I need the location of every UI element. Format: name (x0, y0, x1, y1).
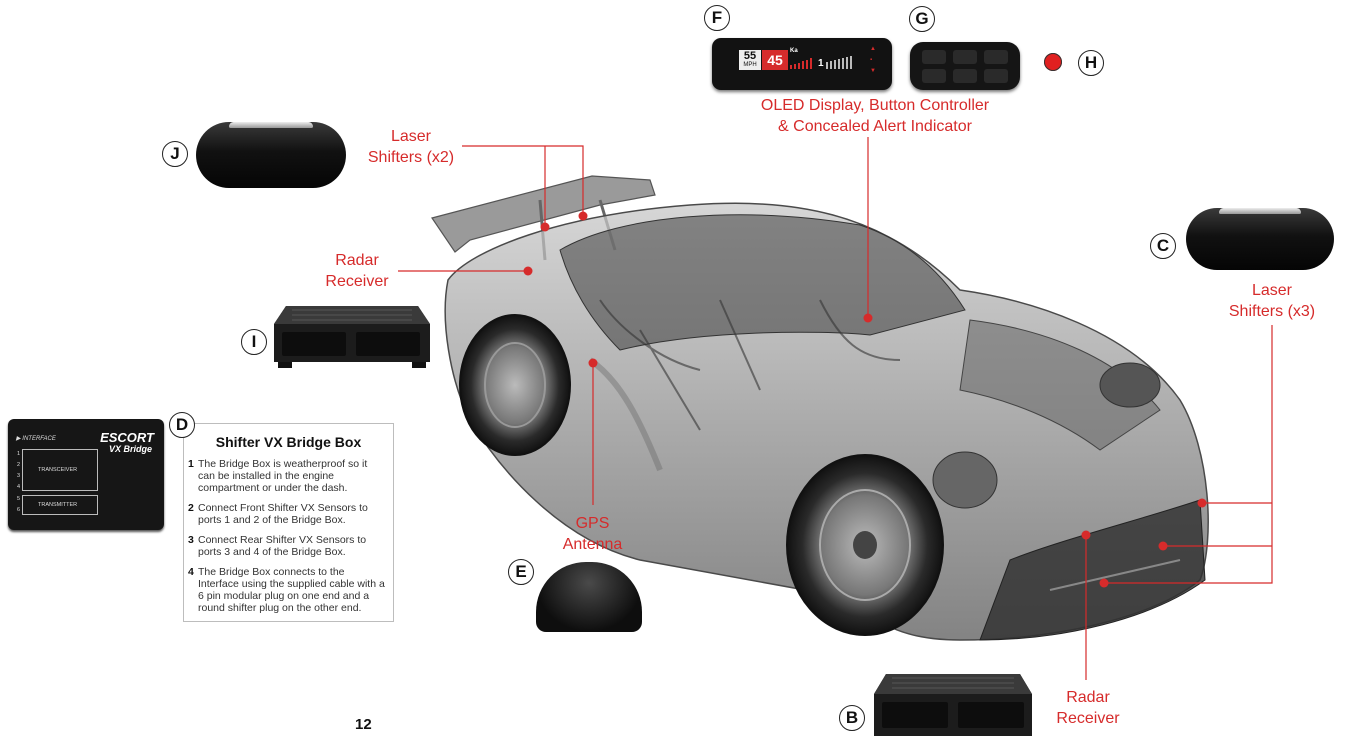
signal-bars-icon (790, 56, 852, 69)
step-number: 4 (188, 566, 194, 578)
label-laser-shifters-front: Laser Shifters (x3) (1228, 282, 1316, 320)
step-text: The Bridge Box is weatherproof so it can… (198, 458, 368, 494)
speed-limit-sign: 55 MPH (739, 50, 761, 70)
current-speed: 45 (762, 50, 788, 70)
band-indicator: Ka (790, 48, 798, 54)
info-step: 4 The Bridge Box connects to the Interfac… (188, 566, 387, 614)
badge-b: B (839, 705, 865, 731)
dot-laser-front-1 (1197, 498, 1207, 508)
dot-gps (588, 358, 598, 368)
page-number: 12 (355, 716, 372, 733)
dot-radar-front (1081, 530, 1091, 540)
bridge-box-info-panel: Shifter VX Bridge Box 1 The Bridge Box is… (183, 423, 394, 622)
info-step: 3 Connect Rear Shifter VX Sensors to port… (188, 534, 387, 558)
label-radar-receiver-rear: Radar Receiver (325, 252, 389, 290)
bridge-brand: ESCORT (100, 430, 154, 445)
info-step: 1 The Bridge Box is weatherproof so it ca… (188, 458, 387, 494)
label-laser-shifters-rear: Laser Shifters (x2) (367, 128, 455, 166)
label-radar-receiver-front: Radar Receiver (1056, 689, 1120, 727)
port-5: 5 (17, 496, 21, 502)
badge-c: C (1150, 233, 1176, 259)
step-number: 3 (188, 534, 194, 546)
port-2: 2 (17, 462, 21, 468)
transceiver-label: TRANSCEIVER (38, 467, 78, 473)
label-gps-antenna: GPS Antenna (562, 515, 623, 553)
gps-antenna-device (536, 562, 642, 632)
badge-i: I (241, 329, 267, 355)
step-number: 2 (188, 502, 194, 514)
laser-shifter-rear-device (196, 122, 346, 188)
step-text: The Bridge Box connects to the Interface… (198, 566, 385, 614)
port-3: 3 (17, 473, 21, 479)
badge-g: G (909, 6, 935, 32)
speed-limit-value: 55 (743, 50, 757, 62)
info-title: Shifter VX Bridge Box (215, 434, 362, 450)
info-step: 2 Connect Front Shifter VX Sensors to por… (188, 502, 387, 526)
dot-laser-rear-2 (540, 222, 550, 232)
badge-d: D (169, 412, 195, 438)
transmitter-group (22, 495, 98, 515)
transceiver-group (22, 449, 98, 491)
port-1: 1 (17, 451, 21, 457)
dot-oled (863, 313, 873, 323)
laser-shifter-front-device (1186, 208, 1334, 270)
badge-h: H (1078, 50, 1104, 76)
dot-laser-rear-1 (578, 211, 588, 221)
badge-j: J (162, 141, 188, 167)
badge-f: F (704, 5, 730, 31)
interface-label: ▶ INTERFACE (16, 436, 56, 442)
concealed-alert-indicator-device (1044, 53, 1062, 71)
step-text: Connect Front Shifter VX Sensors to port… (198, 502, 368, 526)
radar-receiver-rear-device (274, 306, 430, 368)
badge-e: E (508, 559, 534, 585)
port-4: 4 (17, 484, 21, 490)
dot-radar-rear (523, 266, 533, 276)
step-number: 1 (188, 458, 194, 470)
label-oled: OLED Display, Button Controller & Concea… (760, 97, 990, 135)
step-text: Connect Rear Shifter VX Sensors to ports… (198, 534, 367, 558)
radar-receiver-front-device (874, 674, 1032, 736)
button-controller-device (910, 42, 1020, 90)
transmitter-label: TRANSMITTER (38, 502, 78, 508)
bridge-product: VX Bridge (108, 444, 152, 454)
dot-laser-front-2 (1158, 541, 1168, 551)
oled-display-device: 55 MPH 45 Ka 1 ▲▪▼ (712, 38, 892, 90)
dot-laser-front-3 (1099, 578, 1109, 588)
alert-level: 1 (818, 58, 824, 69)
speed-unit: MPH (743, 62, 757, 68)
vx-bridge-box-device: ▶ INTERFACE ESCORT VX Bridge 1 2 3 4 5 6… (8, 419, 164, 530)
port-6: 6 (17, 507, 21, 513)
oled-arrows-icon: ▲▪▼ (870, 46, 876, 74)
